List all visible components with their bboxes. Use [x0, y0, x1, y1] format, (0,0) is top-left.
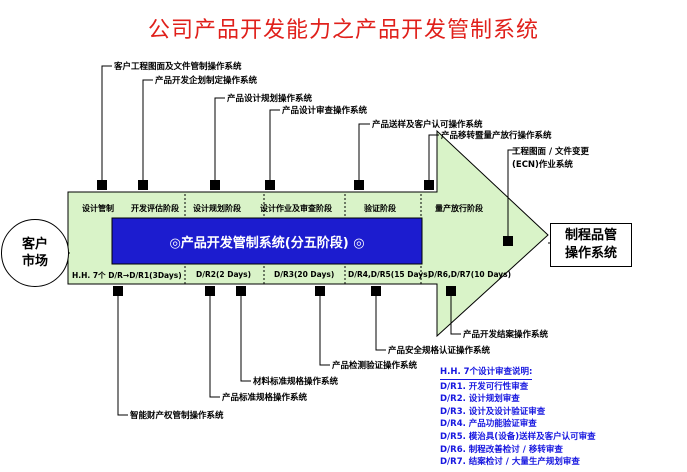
notes-item: D/R1. 开发可行性审查 — [440, 381, 529, 392]
stage-label-evaluation: 开发评估阶段 — [131, 204, 179, 213]
notes-title: H.H. 7个设计审查说明: — [440, 366, 533, 380]
stage-label-verification: 验证阶段 — [364, 204, 396, 213]
page-title: 公司产品开发能力之产品开发管制系统 — [147, 18, 539, 43]
client-line1: 客户 — [21, 237, 48, 252]
notes-item: D/R4. 产品功能验证审查 — [440, 419, 537, 430]
banner-box — [111, 217, 423, 265]
bottom-label-3: 产品检测验证操作系统 — [332, 361, 418, 371]
bottom-label-4: 材料标准规格操作系统 — [253, 377, 339, 387]
top-label-6: 产品移转暨量产放行操作系统 — [441, 131, 552, 141]
dr-label-2: D/R2(2 Days) — [196, 270, 252, 279]
notes-item: D/R5. 模治具(设备)送样及客户认可审查 — [440, 431, 596, 442]
top-label-1: 客户工程图面及文件管制操作系统 — [114, 62, 242, 72]
notes-item: D/R2. 设计规划审查 — [440, 394, 520, 405]
stage-label-design-control: 设计管制 — [82, 204, 114, 213]
notes-item: D/R6. 制程改善检讨 / 移转审查 — [440, 444, 563, 455]
top-markers — [97, 180, 513, 246]
stage-label-mass-production: 量产放行阶段 — [435, 204, 483, 213]
dr-label-4: D/R4,D/R5(15 Days) — [348, 270, 432, 279]
top-label-3: 产品设计规划操作系统 — [227, 94, 313, 104]
process-qc-system-node: 制程品管 操作系统 — [550, 223, 632, 267]
stage-label-design-review: 设计作业及审查阶段 — [260, 204, 332, 213]
top-label-5: 产品送样及客户认可操作系统 — [372, 120, 483, 130]
top-label-2: 产品开发企划制定操作系统 — [155, 76, 258, 86]
system-line1: 制程品管 — [564, 228, 617, 243]
client-market-node: 客户 市场 — [1, 219, 69, 287]
dr-label-5: D/R6,D/R7(10 Days) — [428, 270, 512, 279]
system-line2: 操作系统 — [564, 246, 617, 261]
stage-label-planning: 设计规划阶段 — [193, 204, 241, 213]
connector-lines — [67, 65, 550, 416]
dr-label-3: D/R3(20 Days) — [274, 270, 335, 279]
client-line2: 市场 — [21, 254, 48, 269]
dr-label-1: H.H. 7个 D/R→D/R1(3Days) — [72, 271, 182, 280]
banner-text: ◎产品开发管制系统(分五阶段) ◎ — [169, 235, 365, 251]
ecn-label: 工程图面 / 文件变更(ECN)作业系统 — [512, 147, 590, 170]
bottom-markers — [113, 286, 456, 296]
bottom-label-6: 智能财产权管制操作系统 — [130, 411, 224, 421]
bottom-label-5: 产品标准规格操作系统 — [222, 393, 308, 403]
top-label-4: 产品设计审查操作系统 — [282, 106, 368, 116]
notes-item: D/R7. 结案检讨 / 大量生产规划审查 — [440, 457, 580, 468]
design-review-notes: H.H. 7个设计审查说明: D/R1. 开发可行性审查 D/R2. 设计规划审… — [440, 366, 685, 469]
bottom-label-2: 产品安全规格认证操作系统 — [388, 346, 491, 356]
notes-item: D/R3. 设计及设计验证审查 — [440, 406, 546, 417]
bottom-label-1: 产品开发结案操作系统 — [463, 330, 549, 340]
